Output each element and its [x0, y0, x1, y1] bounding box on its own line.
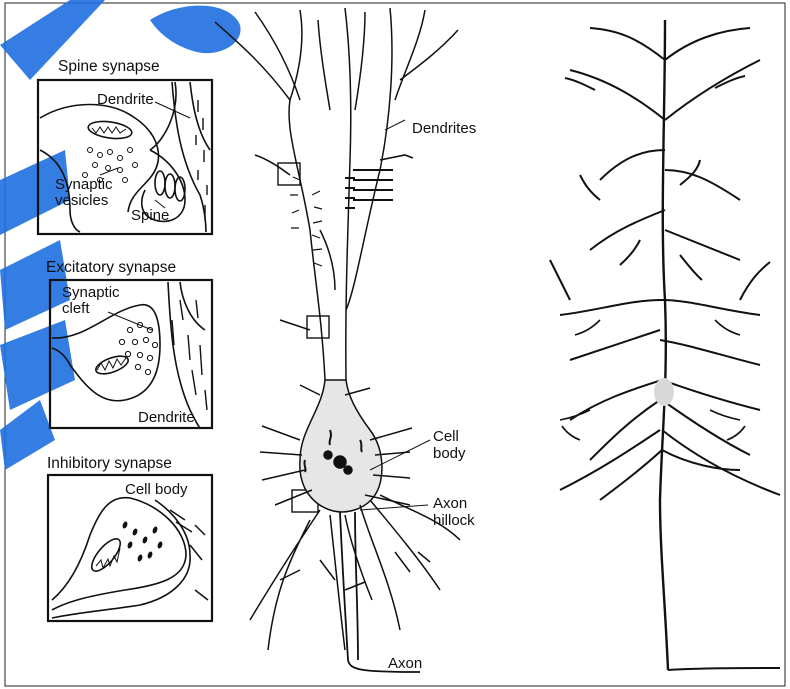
inhibitory-cell-body-label: Cell body: [125, 481, 188, 498]
synaptic-cleft-label-line2: cleft: [62, 300, 90, 317]
excitatory-synapse-title: Excitatory synapse: [46, 259, 176, 276]
spine-synapse-title: Spine synapse: [58, 58, 160, 75]
pyramidal-neuron: [550, 20, 780, 670]
cell-body-label-line1: Cell: [433, 428, 459, 445]
central-neuron: [215, 8, 460, 672]
synaptic-vesicles-label-line2: vesicles: [55, 192, 108, 209]
spine-label: Spine: [131, 207, 169, 224]
inhibitory-synapse-title: Inhibitory synapse: [47, 455, 172, 472]
synaptic-cleft-label-line1: Synaptic: [62, 284, 120, 301]
synaptic-vesicles-label-line1: Synaptic: [55, 176, 113, 193]
excitatory-dendrite-label: Dendrite: [138, 409, 195, 426]
cell-body-label-line2: body: [433, 445, 466, 462]
axon-hillock-label-line1: Axon: [433, 495, 467, 512]
axon-label: Axon: [388, 655, 422, 672]
spine-dendrite-label: Dendrite: [97, 91, 154, 108]
axon-hillock-label-line2: hillock: [433, 512, 475, 529]
dendrites-label: Dendrites: [412, 120, 476, 137]
